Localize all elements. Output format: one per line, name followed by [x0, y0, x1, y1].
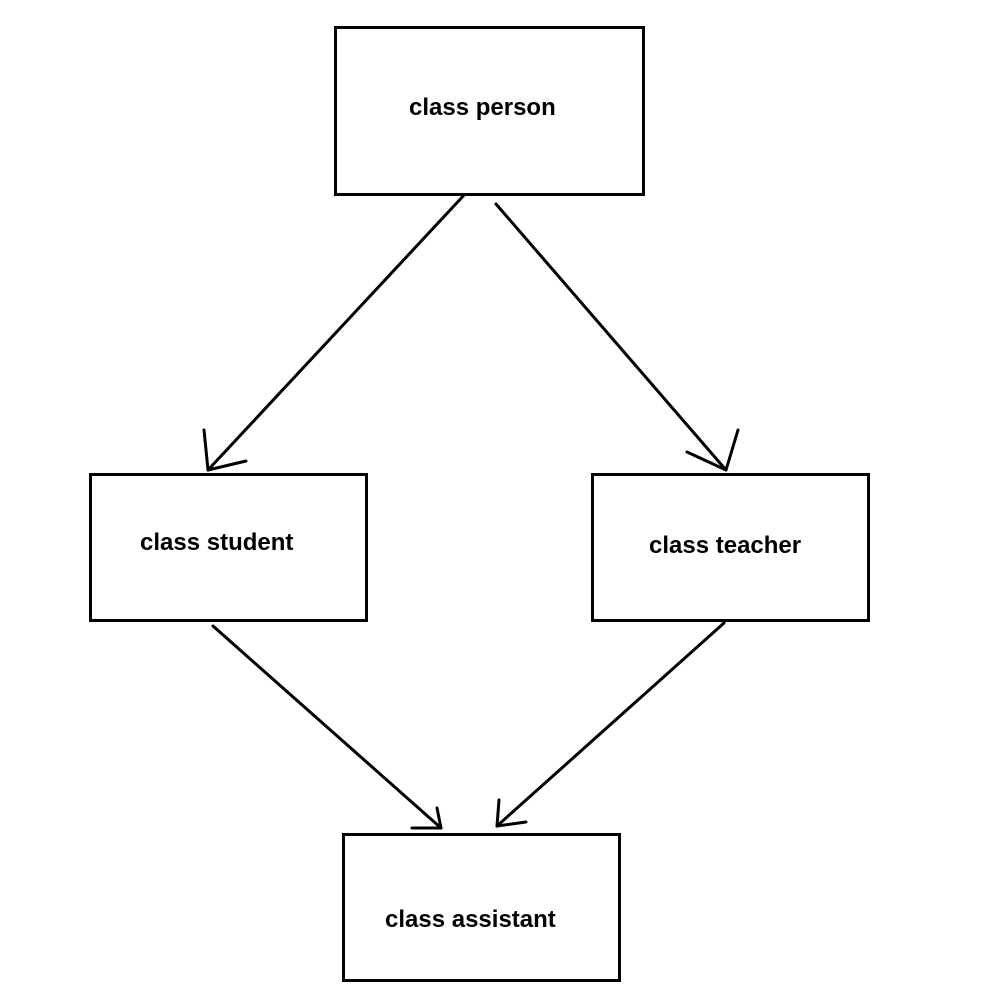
edge-line: [494, 202, 728, 472]
node-class-assistant: class assistant: [342, 833, 621, 982]
node-class-person: class person: [334, 26, 645, 196]
edge-person-to-student: [202, 191, 468, 472]
edge-line: [211, 624, 443, 830]
node-label: class person: [409, 94, 556, 121]
arrowhead: [410, 806, 443, 830]
node-class-teacher: class teacher: [591, 473, 870, 622]
edge-line: [495, 621, 726, 828]
edge-student-to-assistant: [211, 624, 443, 830]
edge-teacher-to-assistant: [495, 621, 726, 828]
node-label: class assistant: [385, 906, 556, 933]
arrowhead: [202, 428, 248, 472]
edge-line: [206, 191, 468, 472]
node-label: class student: [140, 529, 294, 556]
node-label: class teacher: [649, 532, 802, 559]
arrowhead: [685, 428, 740, 472]
edge-person-to-teacher: [494, 202, 740, 472]
arrowhead: [495, 798, 528, 828]
node-class-student: class student: [89, 473, 368, 622]
